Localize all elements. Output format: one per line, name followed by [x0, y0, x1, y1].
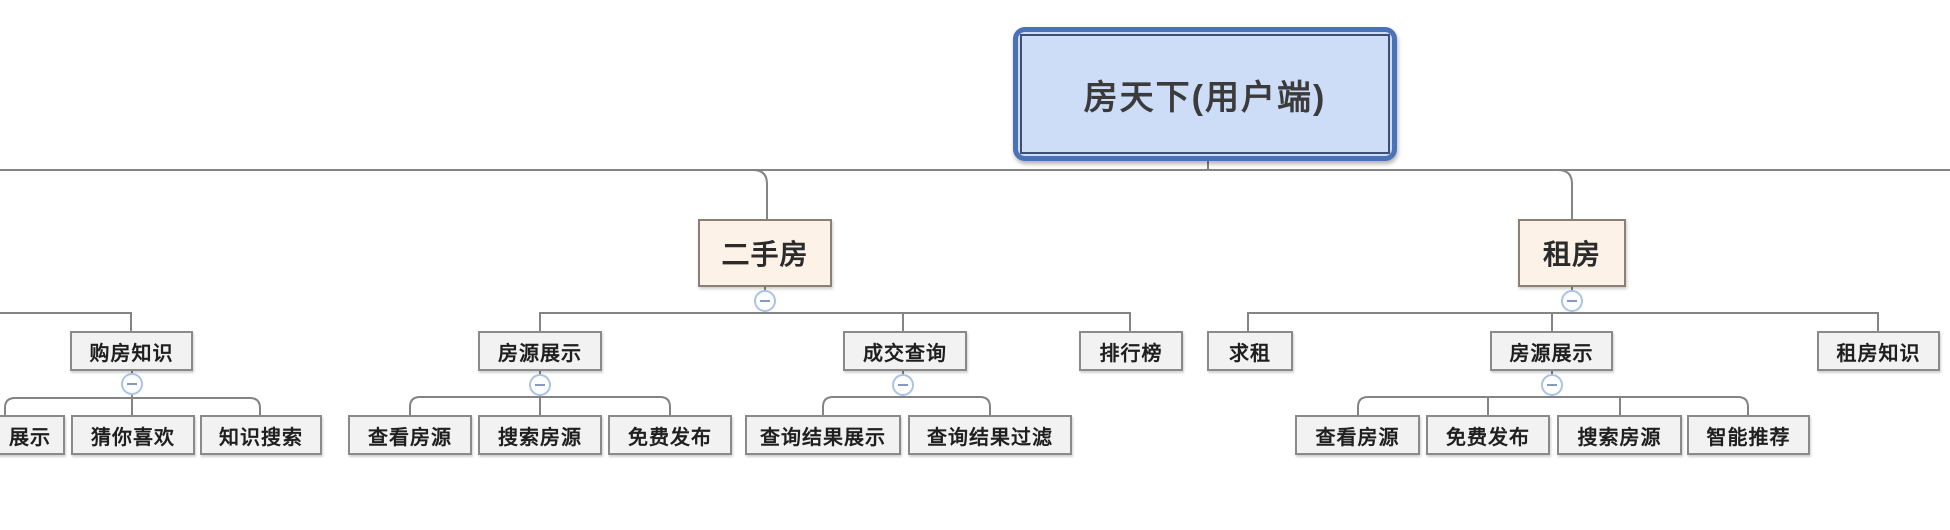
- node-chakan-fangyuan-2[interactable]: 查看房源: [1295, 415, 1420, 455]
- minus-icon: [1567, 300, 1577, 302]
- node-chakan-fangyuan-1[interactable]: 查看房源: [348, 415, 472, 455]
- node-fangyuan-zhanshi-1[interactable]: 房源展示: [478, 331, 602, 371]
- node-root-label: 房天下(用户端): [1020, 34, 1390, 154]
- edge-left-children: [4, 397, 261, 415]
- node-zufang[interactable]: 租房: [1518, 219, 1626, 287]
- node-goufang-zhishi[interactable]: 购房知识: [70, 331, 193, 371]
- edge-left-group: [0, 312, 132, 331]
- collapse-icon-goufang-zhishi[interactable]: [121, 373, 143, 395]
- edge-fyzs2-children: [1357, 396, 1749, 415]
- edge-fyzs1-children: [409, 396, 671, 415]
- node-zufang-zhishi[interactable]: 租房知识: [1817, 331, 1940, 371]
- node-fangyuan-zhanshi-2[interactable]: 房源展示: [1490, 331, 1613, 371]
- node-mianfei-fabu-1[interactable]: 免费发布: [608, 415, 732, 455]
- edge-to-ershoufang: [752, 169, 768, 219]
- node-zhishi-sousuo[interactable]: 知识搜索: [200, 415, 322, 455]
- minus-icon: [898, 384, 908, 386]
- node-sousuo-fangyuan-1[interactable]: 搜索房源: [478, 415, 602, 455]
- node-chaxun-jieguo-zhanshi[interactable]: 查询结果展示: [745, 415, 901, 455]
- collapse-icon-ershoufang[interactable]: [754, 290, 776, 312]
- edge-chengjiao-children: [822, 396, 991, 415]
- node-sousuo-fangyuan-2[interactable]: 搜索房源: [1557, 415, 1682, 455]
- node-chengjiao-chaxun[interactable]: 成交查询: [843, 331, 967, 371]
- node-paihangbang[interactable]: 排行榜: [1079, 331, 1183, 371]
- edge-zufang-children: [1247, 312, 1879, 331]
- collapse-icon-zufang[interactable]: [1561, 290, 1583, 312]
- collapse-icon-chengjiao-chaxun[interactable]: [892, 374, 914, 396]
- collapse-icon-fangyuan-zhanshi-2[interactable]: [1541, 374, 1563, 396]
- node-ershoufang[interactable]: 二手房: [698, 219, 832, 287]
- collapse-icon-fangyuan-zhanshi-1[interactable]: [529, 374, 551, 396]
- node-chaxun-jieguo-guolv[interactable]: 查询结果过滤: [908, 415, 1072, 455]
- edge-ershoufang-children: [539, 312, 1131, 331]
- minus-icon: [127, 383, 137, 385]
- node-mianfei-fabu-2[interactable]: 免费发布: [1426, 415, 1550, 455]
- node-zhineng-tuijian[interactable]: 智能推荐: [1687, 415, 1810, 455]
- minus-icon: [535, 384, 545, 386]
- minus-icon: [1547, 384, 1557, 386]
- node-cainixihuan[interactable]: 猜你喜欢: [71, 415, 195, 455]
- node-qiuzu[interactable]: 求租: [1207, 331, 1293, 371]
- edge-to-zufang: [1557, 169, 1573, 219]
- node-zhanshi[interactable]: 展示: [0, 415, 65, 455]
- minus-icon: [760, 300, 770, 302]
- node-root[interactable]: 房天下(用户端): [1013, 27, 1397, 161]
